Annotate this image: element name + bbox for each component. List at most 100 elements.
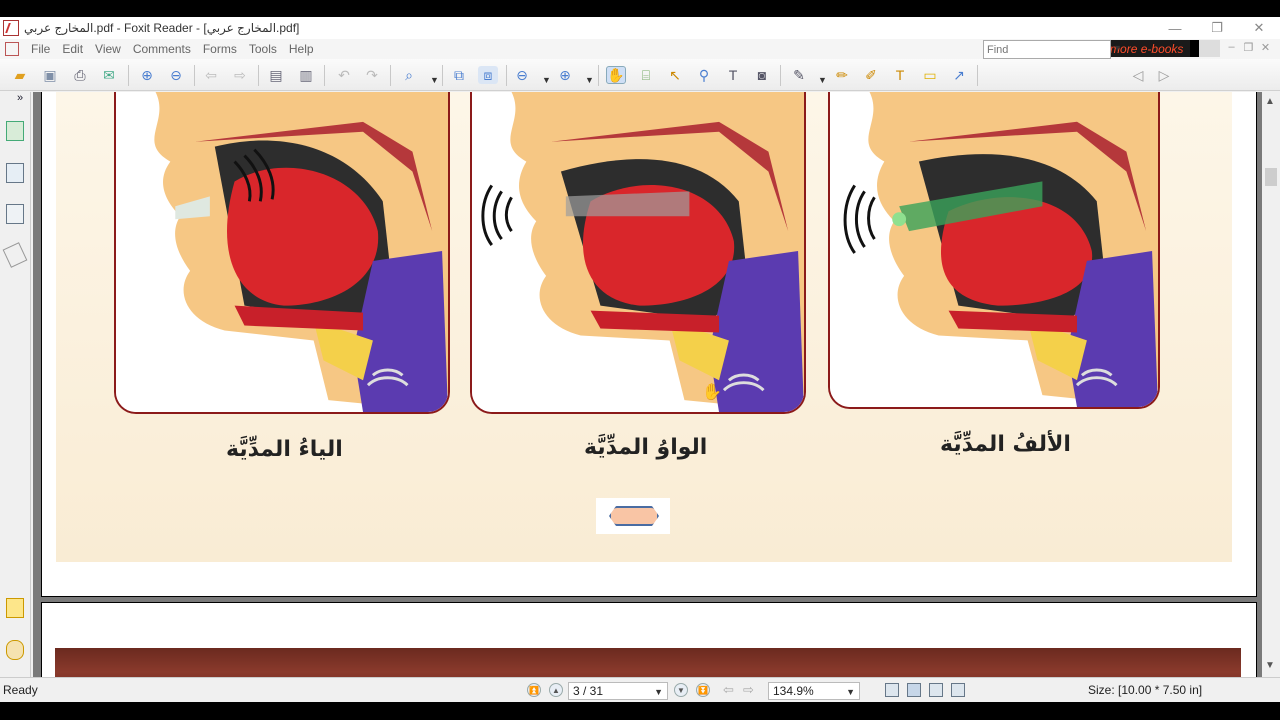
- textbox-icon[interactable]: T: [895, 67, 905, 83]
- page-number-value: 3 / 31: [573, 684, 604, 698]
- vertical-scrollbar[interactable]: ▲ ▼: [1262, 92, 1280, 692]
- forward-view-icon[interactable]: ⇨: [743, 682, 754, 697]
- foxit-app-icon: [3, 20, 19, 36]
- zoom-level-dropdown-icon[interactable]: ▼: [846, 687, 855, 697]
- fit-width-icon[interactable]: ⧈: [478, 66, 498, 84]
- illustration-ya: [114, 92, 450, 414]
- select-icon[interactable]: ↖: [669, 67, 681, 83]
- illustration-alif: [828, 92, 1160, 409]
- email-icon[interactable]: ✉: [103, 67, 115, 83]
- doc-minimize-button[interactable]: –: [1228, 41, 1235, 53]
- select-text-icon[interactable]: ⌸: [641, 67, 651, 83]
- title-bar: المخارج عربي.pdf - Foxit Reader - [المخا…: [0, 17, 1280, 39]
- zoom-dropdown-icon[interactable]: ▼: [430, 75, 439, 85]
- zoom-plus-icon[interactable]: ⊕: [559, 67, 571, 83]
- prev-page-status-icon[interactable]: ▲: [549, 683, 563, 697]
- find-prev-icon[interactable]: ◁: [1132, 67, 1144, 83]
- insert-icon[interactable]: ▥: [299, 67, 313, 83]
- back-view-icon[interactable]: ⇦: [723, 682, 734, 697]
- page-number-shape: [596, 498, 670, 534]
- single-page-icon[interactable]: [885, 683, 899, 697]
- zoom-out-icon[interactable]: ⊖: [516, 67, 528, 83]
- document-view[interactable]: الياءُ المدِّيَّة الواوُ المدِّيَّة الأل…: [33, 92, 1262, 677]
- next-page-icon[interactable]: ⊖: [170, 67, 182, 83]
- navigation-panel: »: [0, 92, 31, 677]
- document-icon[interactable]: [5, 42, 19, 56]
- menu-tools[interactable]: Tools: [248, 42, 277, 56]
- caption-ya: الياءُ المدِّيَّة: [226, 437, 343, 462]
- foxit-window: المخارج عربي.pdf - Foxit Reader - [المخا…: [0, 17, 1280, 702]
- menu-file[interactable]: File: [31, 42, 51, 56]
- pdf-page-3: الياءُ المدِّيَّة الواوُ المدِّيَّة الأل…: [41, 92, 1257, 597]
- doc-restore-button[interactable]: ❐: [1243, 42, 1254, 54]
- zoom-out-dropdown-icon[interactable]: ▼: [542, 75, 551, 85]
- menu-comments[interactable]: Comments: [132, 42, 191, 56]
- zoom-plus-dropdown-icon[interactable]: ▼: [585, 75, 594, 85]
- illustration-waw: [470, 92, 806, 414]
- find-input[interactable]: [983, 40, 1111, 59]
- caption-waw: الواوُ المدِّيَّة: [584, 435, 708, 460]
- menu-forms[interactable]: Forms: [202, 42, 237, 56]
- typewriter-icon[interactable]: T: [728, 67, 738, 83]
- doc-close-button[interactable]: ✕: [1260, 42, 1271, 54]
- snapshot-icon[interactable]: ◙: [757, 67, 767, 83]
- pencil-icon[interactable]: ✏: [836, 67, 848, 83]
- last-page-icon[interactable]: ⏬: [696, 683, 710, 697]
- window-title: المخارج عربي.pdf - Foxit Reader - [المخا…: [24, 21, 300, 35]
- first-page-icon[interactable]: ⏫: [527, 683, 541, 697]
- caption-alif: الألفُ المدِّيَّة: [940, 432, 1071, 457]
- continuous-facing-icon[interactable]: [951, 683, 965, 697]
- redo-icon[interactable]: ↷: [366, 67, 378, 83]
- attachments-panel-icon[interactable]: [2, 242, 28, 268]
- status-ready: Ready: [3, 683, 38, 697]
- page-header-band: [55, 648, 1241, 677]
- page-size: Size: [10.00 * 7.50 in]: [1088, 683, 1203, 697]
- callout-icon[interactable]: ▭: [923, 67, 937, 83]
- scroll-thumb[interactable]: [1265, 168, 1277, 186]
- menu-edit[interactable]: Edit: [62, 42, 84, 56]
- continuous-page-icon[interactable]: [907, 683, 921, 697]
- comments-panel-icon[interactable]: [6, 598, 24, 618]
- note-icon[interactable]: ✐: [865, 67, 877, 83]
- find-dropdown-icon[interactable]: ▼: [1113, 43, 1122, 53]
- hand-icon[interactable]: ✋: [606, 66, 626, 84]
- bookmarks-icon[interactable]: [6, 121, 24, 141]
- next-page-status-icon[interactable]: ▼: [674, 683, 688, 697]
- zoom-level-input[interactable]: 134.9% ▼: [768, 682, 860, 700]
- layers-icon[interactable]: [6, 204, 24, 224]
- find-next-icon[interactable]: ▷: [1158, 67, 1170, 83]
- comment-icon[interactable]: ✎: [793, 67, 805, 83]
- comment-dropdown-icon[interactable]: ▼: [818, 75, 827, 85]
- find-icon[interactable]: ⚲: [698, 67, 710, 83]
- pdf-page-4: [41, 602, 1257, 677]
- facing-page-icon[interactable]: [929, 683, 943, 697]
- save-icon[interactable]: ▣: [43, 67, 57, 83]
- scroll-down-icon[interactable]: ▼: [1265, 660, 1275, 671]
- fit-page-icon[interactable]: ⧉: [454, 67, 464, 83]
- restore-button[interactable]: ❐: [1211, 20, 1223, 35]
- zoom-in-icon[interactable]: ⌕: [405, 67, 413, 83]
- toolbar: ▰ ▣ ⎙ ✉ ⊕ ⊖ ⇦ ⇨ ▤ ▥ ↶ ↷ ⌕ ▼ ⧉ ⧈ ⊖ ▼ ⊕ ▼ …: [0, 59, 1280, 91]
- print-icon[interactable]: ⎙: [74, 67, 86, 83]
- menu-view[interactable]: View: [95, 42, 121, 56]
- menu-help[interactable]: Help: [288, 42, 314, 56]
- undo-icon[interactable]: ↶: [338, 67, 350, 83]
- scroll-up-icon[interactable]: ▲: [1265, 96, 1275, 107]
- zoom-level-value: 134.9%: [773, 684, 814, 698]
- page-number-input[interactable]: 3 / 31 ▼: [568, 682, 668, 700]
- back-icon[interactable]: ⇦: [205, 67, 217, 83]
- pages-icon[interactable]: [6, 163, 24, 183]
- extract-icon[interactable]: ▤: [269, 67, 283, 83]
- page-dropdown-icon[interactable]: ▼: [654, 687, 663, 697]
- arrow-icon[interactable]: ↗: [953, 67, 965, 83]
- close-button[interactable]: ✕: [1253, 20, 1265, 35]
- expand-panel-icon[interactable]: »: [17, 92, 24, 104]
- ad-close-icon[interactable]: [1190, 40, 1220, 57]
- status-bar: Ready ⏫ ▲ 3 / 31 ▼ ▼ ⏬ ⇦ ⇨ 134.9% ▼ Size: …: [0, 677, 1280, 702]
- paperclip-icon[interactable]: [6, 640, 24, 660]
- minimize-button[interactable]: —: [1168, 20, 1182, 36]
- hand-cursor-icon: ✋: [702, 384, 722, 401]
- prev-page-icon[interactable]: ⊕: [141, 67, 153, 83]
- open-icon[interactable]: ▰: [14, 67, 26, 83]
- forward-icon[interactable]: ⇨: [234, 67, 246, 83]
